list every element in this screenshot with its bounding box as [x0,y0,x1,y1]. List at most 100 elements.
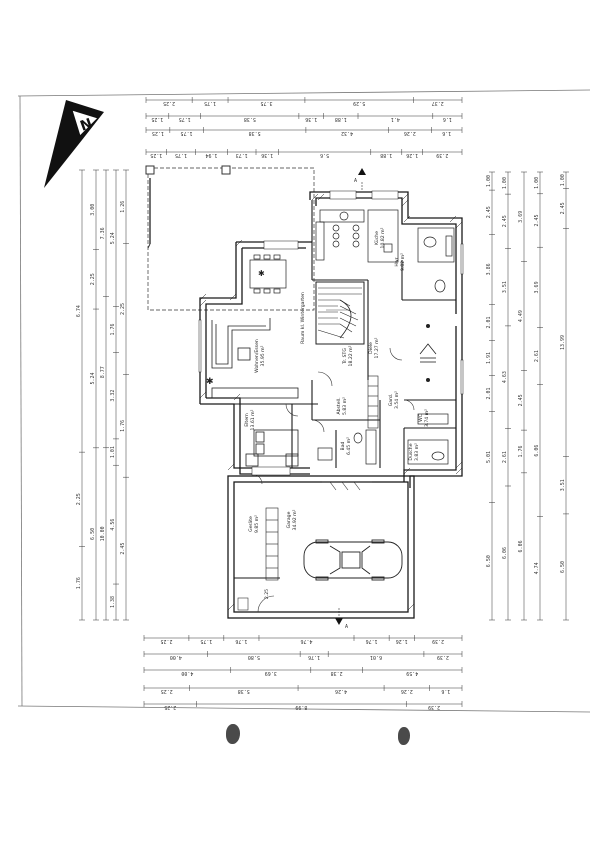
dimension-label: 1.6 [442,130,451,136]
dimension-label: 2.25 [161,688,173,694]
dimension-label: 3.32 [110,390,116,402]
dimension-label: 2.01 [486,387,492,399]
dimension-label: 2.45 [486,206,492,218]
dimension-label: 2.45 [120,543,126,555]
dimension-label: 3.69 [534,281,540,293]
dimension-label: 2.39 [437,654,449,660]
dimension-label: 4.1 [391,116,400,122]
dimension-label: 1.88 [380,152,392,158]
entry-arrow-icon [419,323,437,382]
bed [245,429,299,467]
dimension-label: 1.91 [486,352,492,364]
dimension-label: 1.25 [151,116,163,122]
storage-shelving [265,375,379,581]
room-label-garage: Garage34.92 m² [286,509,298,530]
wall-hatch [199,193,463,611]
dimension-label: 2.01 [486,316,492,328]
section-marker-top: A [354,168,366,190]
dimension-label: 5.38 [238,688,250,694]
section-marker-bottom: A [335,608,348,630]
dimension-label: 5.38 [249,130,261,136]
dimension-label: 5.24 [90,372,96,384]
car-icon [303,539,403,581]
room-label-treppe: Tr. STG18.22 m² [342,345,354,366]
dimension-label: 1.6 [443,116,452,122]
dimension-label: 10.00 [100,526,106,541]
dimension-label: 4.32 [341,130,353,136]
dimension-label: 13.99 [560,335,566,350]
dimension-label: 7.36 [100,227,106,239]
dimension-label: 3.69 [265,670,277,676]
dimension-label: 4.63 [502,371,508,383]
scan-borders [17,89,591,713]
garage-details [237,481,372,611]
dimension-label: 5.80 [248,654,260,660]
north-arrow-icon: N [44,100,104,188]
dimension-label: 3.86 [486,263,492,275]
dimension-label: 2.25 [164,704,176,710]
scan-punch-hole-left [226,724,240,744]
dimension-label: 4.00 [181,670,193,676]
dimension-label: 2.61 [502,451,508,463]
dimension-label: 1.26 [120,201,126,213]
dimension-label: 2.25 [120,303,126,315]
dimension-label: 4.74 [534,562,540,574]
dimension-label: 1.76 [518,445,524,457]
room-label-eltern: Eltern13.61 m² [244,409,256,430]
dimension-label: 2.61 [534,350,540,362]
room-label-abstell: Abstell.5.83 m² [336,397,348,415]
dimension-label: 2.25 [163,100,175,106]
svg-text:✱: ✱ [206,377,214,387]
exterior-walls [199,191,463,619]
dimension-label: 4.26 [335,688,347,694]
svg-text:A: A [345,624,348,630]
dimension-label: 3.51 [502,281,508,293]
dimension-label: 1.75 [179,116,191,122]
dimension-label: 6.74 [76,305,82,317]
dimension-label: 1.26 [406,152,418,158]
room-label-geraete: Geräte9.85 m² [248,515,260,533]
room-label-diele: Diele17.27 m² [368,337,380,358]
dimension-label: 1.88 [335,116,347,122]
room-label-wc: WC3.74 m² [418,409,430,427]
dimension-label: 1.38 [110,596,116,608]
dimension-label: 3.69 [518,211,524,223]
dimension-label: 6.06 [502,547,508,559]
bathroom-fixtures [317,227,455,465]
room-label-flur: Gard.3.54 m² [388,391,400,409]
dimension-label: 2.45 [502,215,508,227]
svg-text:✱: ✱ [258,269,265,278]
dimension-label: 3.51 [560,479,566,491]
dimension-label: 1.6 [441,688,450,694]
dimension-label: 1.94 [205,152,217,158]
dimension-label: 6.50 [486,555,492,567]
dimension-label: 1.75 [204,100,216,106]
scan-punch-hole-right [398,727,410,745]
room-label-wohnen: Wohnen/Essen35.95 m² [254,339,266,373]
dimension-label: 1.76 [366,638,378,644]
dimension-label: 2.25 [90,273,96,285]
dimension-label: 6.01 [370,654,382,660]
svg-text:A: A [354,178,357,184]
dimension-label: 1.76 [235,638,247,644]
dimension-label: 2.38 [331,670,343,676]
dimension-label: 3.75 [260,100,272,106]
dimension-label: 2.37 [432,100,444,106]
dimension-label: 1.01 [110,446,116,458]
dimension-label: 2.39 [436,152,448,158]
dimension-label: 1.00 [502,177,508,189]
dimension-label: 2.39 [432,638,444,644]
room-label-bad: Bad6.45 m² [340,437,352,455]
north-label: N [78,116,94,135]
dimension-label: 1.76 [76,577,82,589]
dimension-label: 3.00 [90,204,96,216]
dimension-label: 6.06 [534,445,540,457]
dimension-label: 1.00 [560,174,566,186]
dimension-label: 2.39 [428,704,440,710]
dimension-label: 2.26 [404,130,416,136]
dimension-label: 5.01 [486,451,492,463]
dimension-label: 1.25 [150,152,162,158]
